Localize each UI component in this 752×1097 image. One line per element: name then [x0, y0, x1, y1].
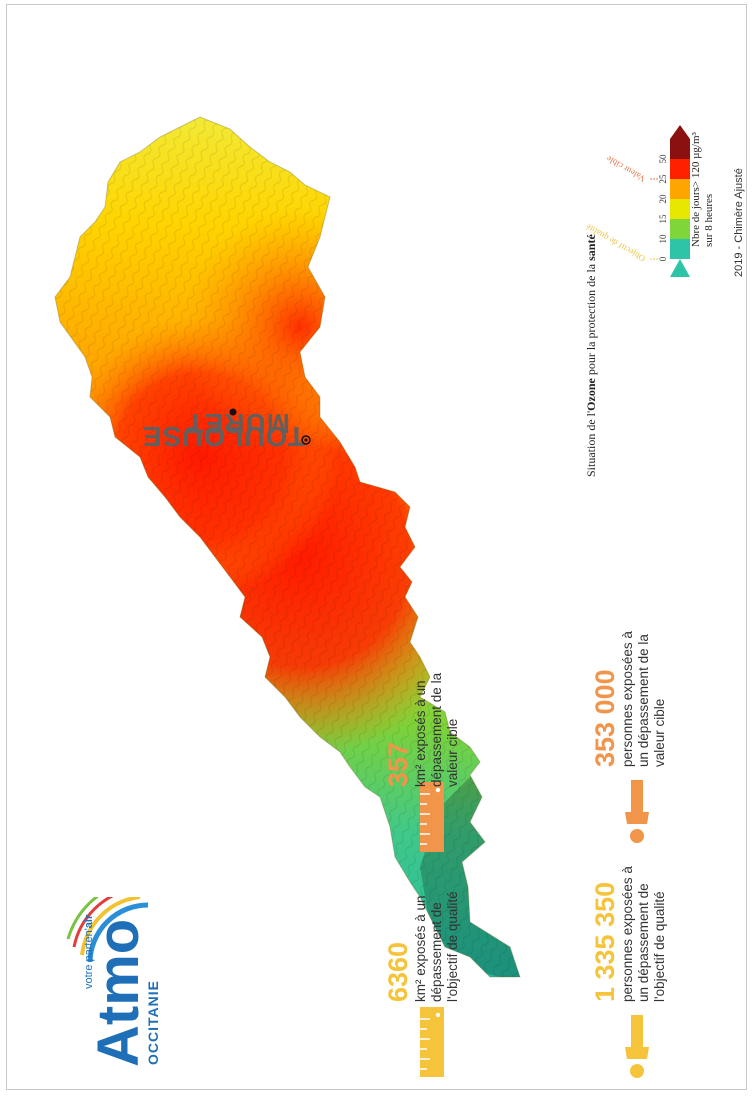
- logo-region: OCCITANIE: [145, 980, 161, 1065]
- logo-brand: Atmo: [86, 919, 151, 1067]
- scale-step-20: [670, 179, 690, 199]
- stat-value: 1 335 350: [590, 881, 620, 1002]
- scale-label-15: 15: [658, 214, 668, 224]
- ruler-icon: [420, 1007, 444, 1077]
- stat-value: 6360: [383, 941, 413, 1002]
- page-frame: [6, 4, 747, 1090]
- scale-arrow-max: [670, 125, 690, 139]
- scale-label-50: 50: [658, 154, 668, 164]
- stat-people-target-value: 353 000 personnes exposées à un dépassem…: [590, 631, 667, 767]
- city-label-muret: MURET: [185, 408, 290, 439]
- city-marker-muret: MURET: [185, 408, 311, 445]
- legend-scale: 0 10 15 20 25 50 Objectif de qualité Val…: [584, 125, 690, 277]
- scale-step-0b: [670, 239, 690, 259]
- stat-area-quality-objective: 6360 km² exposés à un dépassement de l'o…: [383, 891, 460, 1002]
- scale-step-25: [670, 159, 690, 179]
- logo-tagline: votre parten'air: [83, 914, 95, 989]
- scale-label-10: 10: [658, 234, 668, 244]
- atmo-occitanie-logo: Atmo votre parten'air OCCITANIE: [66, 897, 161, 1067]
- person-icon: [625, 780, 649, 843]
- scale-step-15: [670, 199, 690, 219]
- city-label-toulouse: TOULOUSE: [142, 421, 305, 452]
- scale-step-10: [670, 219, 690, 239]
- scale-step-0: [670, 259, 690, 277]
- stat-value: 353 000: [590, 669, 620, 767]
- legend-unit: Nbre de jours> 120 µg/m³ sur 8 heures: [690, 132, 715, 247]
- stat-people-quality-objective: 1 335 350 personnes exposées à un dépass…: [590, 866, 667, 1002]
- stat-area-target-value: 357 km² exposés à un dépassement de la v…: [383, 672, 460, 787]
- legend-title: Situation de l'Ozone pour la protection …: [584, 234, 598, 477]
- threshold-target-value: Valeur cible: [605, 154, 647, 184]
- person-icon: [625, 1015, 649, 1078]
- scale-label-20: 20: [658, 194, 668, 204]
- scale-step-50: [670, 139, 690, 159]
- scale-label-25: 25: [658, 174, 668, 184]
- city-marker-toulouse: TOULOUSE: [142, 408, 305, 452]
- stat-value: 357: [383, 741, 413, 787]
- credit-text: 2019 - Chimère Ajusté: [733, 168, 745, 277]
- scale-label-0: 0: [658, 256, 668, 261]
- ruler-icon: [420, 782, 444, 852]
- region-fill: [55, 117, 520, 977]
